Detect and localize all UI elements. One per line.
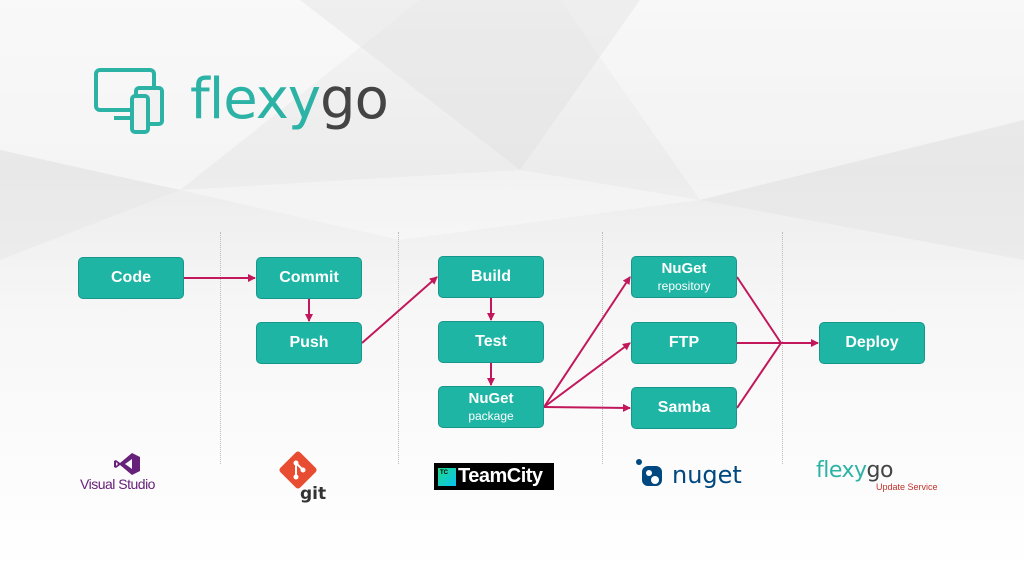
node-label: Commit [279, 269, 339, 286]
brand-word-go: go [320, 67, 389, 132]
column-separator [220, 232, 221, 464]
flexygo-logo: flexygo [92, 62, 412, 142]
node-label: NuGet [661, 260, 707, 277]
node-nuget-repository: NuGet repository [631, 256, 737, 298]
brand-wordmark: flexygo [190, 67, 389, 132]
teamcity-icon: TC [438, 467, 456, 486]
nuget-label: nuget [672, 461, 742, 489]
node-commit: Commit [256, 257, 362, 299]
node-build: Build [438, 256, 544, 298]
teamcity-label: TeamCity [458, 465, 543, 487]
edge-nuget_package-to-samba [543, 403, 631, 412]
node-label: Push [289, 334, 329, 351]
visual-studio-label: Visual Studio [80, 476, 155, 492]
edge-nuget_repository-to-deploy [736, 276, 782, 344]
flexygo-update-logo: flexygo [816, 458, 893, 483]
teamcity-logo: TC TeamCity [434, 463, 554, 490]
edge-samba-to-deploy [736, 342, 782, 409]
flexygo-update-word-go: go [866, 458, 894, 483]
edge-nuget_package-to-nuget_repository [543, 276, 631, 408]
nuget-icon [636, 459, 662, 486]
devices-icon [94, 68, 164, 134]
node-push: Push [256, 322, 362, 364]
node-ftp: FTP [631, 322, 737, 364]
node-label: Test [475, 333, 507, 350]
teamcity-badge-text: TC [440, 469, 448, 476]
column-separator [398, 232, 399, 464]
flexygo-update-word-flexy: flexy [816, 458, 867, 483]
node-deploy: Deploy [819, 322, 925, 364]
visual-studio-icon [114, 453, 140, 475]
node-sublabel: package [468, 409, 514, 423]
node-sublabel: repository [657, 279, 711, 293]
node-label: Build [471, 268, 511, 285]
column-separator [782, 232, 783, 464]
node-label: Deploy [845, 334, 899, 351]
node-nuget-package: NuGet package [438, 386, 544, 428]
node-label: Samba [657, 399, 711, 416]
node-code: Code [78, 257, 184, 299]
node-label: Code [111, 269, 151, 286]
brand-word-flexy: flexy [190, 67, 321, 132]
git-label: git [300, 484, 327, 504]
column-separator [602, 232, 603, 464]
node-label: FTP [668, 334, 700, 351]
edge-nuget_package-to-ftp [543, 342, 631, 408]
update-service-label: Update Service [876, 482, 938, 492]
node-test: Test [438, 321, 544, 363]
edge-push-to-build [361, 276, 438, 344]
git-icon [279, 451, 317, 489]
node-label: NuGet [468, 390, 514, 407]
node-samba: Samba [631, 387, 737, 429]
